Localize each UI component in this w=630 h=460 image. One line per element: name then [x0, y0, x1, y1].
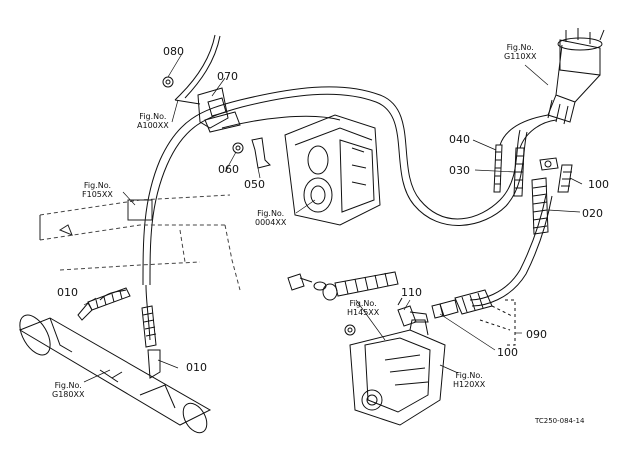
fig-ref-a100: Fig.No. A100XX — [137, 112, 169, 130]
drawing-code: TC250-084-14 — [535, 417, 585, 425]
fig-ref-prefix: Fig.No. — [349, 299, 377, 308]
part-label-100-top: 100 — [588, 178, 609, 191]
engine-block — [284, 114, 381, 226]
hose-090-fitting — [431, 289, 493, 319]
fig-ref-prefix: Fig.No. — [54, 381, 82, 390]
part-label-100-lower: 100 — [497, 346, 518, 359]
part-label-080: 080 — [163, 45, 184, 58]
leader-lines — [83, 51, 583, 383]
part-label-090: 090 — [526, 328, 547, 341]
part-label-010-upper: 010 — [57, 286, 78, 299]
main-hose-loop — [142, 86, 528, 286]
clamp-070 — [197, 87, 241, 133]
hose-040 — [493, 114, 549, 193]
fig-ref-g110: Fig.No. G110XX — [504, 43, 536, 61]
hose-030 — [513, 119, 557, 197]
part-label-010-lower: 010 — [186, 361, 207, 374]
pump-supply-hose — [221, 115, 553, 307]
clamp-050 — [232, 137, 271, 169]
hydraulic-pump — [344, 319, 446, 426]
fig-ref-h145: Fig.No. H145XX — [347, 299, 379, 317]
fig-ref-code: H120XX — [453, 380, 486, 389]
fig-ref-g180: Fig.No. G180XX — [52, 381, 84, 399]
part-label-050: 050 — [244, 178, 265, 191]
bracket-090-dashed — [479, 299, 516, 346]
fig-ref-prefix: Fig.No. — [455, 371, 483, 380]
fig-ref-prefix: Fig.No. — [139, 112, 167, 121]
fig-ref-prefix: Fig.No. — [83, 181, 111, 190]
part-label-110: 110 — [401, 286, 422, 299]
fitting-100-top — [539, 157, 559, 171]
fig-ref-code: H145XX — [347, 308, 380, 317]
fig-ref-0004: Fig.No. 0004XX — [255, 209, 286, 227]
fig-ref-prefix: Fig.No. — [257, 209, 285, 218]
banjo-bolt — [287, 273, 327, 291]
fig-ref-code: 0004XX — [255, 218, 287, 227]
fig-ref-prefix: Fig.No. — [506, 43, 534, 52]
fitting-010-upper — [77, 287, 131, 321]
fig-ref-h120: Fig.No. H120XX — [453, 371, 485, 389]
chassis-bracket — [39, 199, 153, 240]
fig-ref-code: G180XX — [52, 390, 85, 399]
fitting-010-lower — [141, 305, 161, 379]
fig-ref-code: A100XX — [137, 121, 169, 130]
part-label-030: 030 — [449, 164, 470, 177]
fig-ref-code: F105XX — [82, 190, 113, 199]
hydraulic-cylinder — [18, 314, 212, 434]
part-label-070: 070 — [217, 70, 238, 83]
control-valve-block — [547, 28, 605, 125]
hose-end-long — [322, 271, 399, 301]
part-label-060: 060 — [218, 163, 239, 176]
hose-020 — [531, 164, 573, 235]
part-label-020: 020 — [582, 207, 603, 220]
elbow-110 — [397, 297, 429, 327]
chassis-frame — [39, 194, 241, 291]
fig-ref-f105: Fig.No. F105XX — [82, 181, 113, 199]
part-label-040: 040 — [449, 133, 470, 146]
fig-ref-code: G110XX — [504, 52, 537, 61]
